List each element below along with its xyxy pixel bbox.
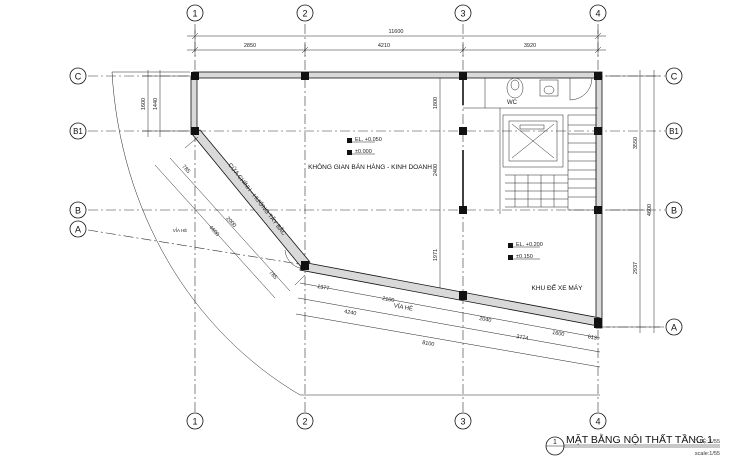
- sidewalk-label-main: VỈA HÈ: [393, 302, 413, 312]
- left-dimension-2: 1440: [153, 98, 159, 110]
- top-dimension-lines: [187, 30, 606, 56]
- bottom-dimension-7: 613: [587, 334, 597, 342]
- grid-bubble-top-2: 2: [296, 4, 314, 22]
- mid-dimension-2: 2400: [433, 164, 439, 176]
- span-3-4-dimension: 3920: [524, 43, 536, 49]
- level-parking-1: EL. +0.200: [516, 242, 543, 248]
- grid-bubble-right-B: B: [665, 201, 683, 219]
- svg-text:1: 1: [192, 417, 197, 427]
- right-dimension-lower: 2937: [633, 262, 639, 274]
- grid-bubble-left-A: A: [69, 220, 87, 238]
- entrance-label: CỬA CHÍNH - HƯỚNG TÂY BẮC: [226, 161, 288, 237]
- level-marker-parking: [508, 243, 540, 260]
- bottom-dimension-8: 8100: [422, 340, 435, 348]
- diag-dimension-4: 785: [267, 270, 278, 281]
- grid-bubble-bottom-2: 2: [296, 412, 314, 430]
- right-dimension-upper: 3550: [633, 137, 639, 149]
- diagonal-dimension-lines: [154, 136, 306, 299]
- door-swing: [284, 249, 301, 269]
- svg-text:4: 4: [595, 417, 600, 427]
- grid-bubble-bottom-3: 3: [454, 412, 472, 430]
- bottom-dimension-3: 4240: [344, 309, 357, 317]
- svg-text:C: C: [671, 72, 678, 82]
- bottom-dimension-lines: [295, 282, 601, 368]
- grid-bubble-right-B1: B1: [665, 122, 683, 140]
- svg-text:2: 2: [302, 417, 307, 427]
- svg-text:B1: B1: [73, 127, 83, 136]
- scale-label-vn: TỈ LỆ: 1/55: [693, 437, 720, 445]
- sidewalk-label-side: VỈA HÈ: [173, 227, 188, 233]
- parking-label: KHU ĐỂ XE MÁY: [532, 283, 584, 292]
- svg-text:B: B: [75, 206, 81, 216]
- elevator-shaft: [502, 114, 564, 168]
- svg-text:B1: B1: [669, 127, 679, 136]
- svg-text:4: 4: [595, 9, 600, 19]
- svg-text:C: C: [75, 72, 82, 82]
- scale-label-en: scale:1/55: [695, 451, 720, 457]
- bottom-dimension-6: 3774: [516, 334, 529, 342]
- left-dimension-lines: [142, 70, 190, 137]
- svg-text:A: A: [671, 323, 677, 333]
- mid-dimension-1: 1800: [433, 97, 439, 109]
- wc-room: [506, 77, 593, 101]
- bottom-dimension-2: 2100: [382, 296, 395, 304]
- grid-bubble-top-4: 4: [589, 4, 607, 22]
- title-block-number: 1: [553, 439, 557, 446]
- title-block: [545, 436, 720, 456]
- bottom-dimension-5: 1600: [552, 330, 565, 338]
- grid-bubble-top-3: 3: [454, 4, 472, 22]
- diag-dimension-2: 2000: [224, 216, 237, 229]
- right-dimension-lines: [606, 70, 660, 333]
- level-sales-2: ±0.000: [355, 149, 372, 155]
- sidewalk-curve: [111, 71, 600, 396]
- grid-lines: [87, 24, 665, 415]
- left-dimension-1: 1600: [141, 98, 147, 110]
- grid-bubble-right-A: A: [665, 318, 683, 336]
- wc-label: WC: [507, 100, 518, 106]
- grid-bubble-top-1: 1: [186, 4, 204, 22]
- svg-text:1: 1: [192, 9, 197, 19]
- span-2-3-dimension: 4210: [378, 43, 390, 49]
- level-marker-sales: [347, 138, 375, 155]
- grid-bubble-bottom-1: 1: [186, 412, 204, 430]
- span-1-2-dimension: 2850: [244, 43, 256, 49]
- svg-text:B: B: [671, 206, 677, 216]
- grid-bubble-left-C: C: [69, 67, 87, 85]
- grid-bubble-bottom-4: 4: [589, 412, 607, 430]
- level-parking-2: ±0.150: [516, 254, 533, 260]
- sales-area-label: KHÔNG GIAN BÁN HÀNG - KINH DOANH: [308, 162, 432, 171]
- stair: [505, 114, 597, 211]
- core-partitions: [462, 78, 598, 214]
- bottom-dimension-1: 1377: [317, 284, 330, 292]
- grid-bubble-right-C: C: [665, 67, 683, 85]
- bottom-dimension-4: 2040: [479, 316, 492, 324]
- right-dimension-total: 4600: [647, 204, 653, 216]
- grid-bubble-left-B1: B1: [69, 122, 87, 140]
- level-sales-1: EL. +0.050: [355, 137, 382, 143]
- svg-text:3: 3: [460, 9, 465, 19]
- mid-dimension-3: 1971: [433, 249, 439, 261]
- overall-width-dimension: 11600: [389, 29, 404, 35]
- svg-text:A: A: [75, 225, 81, 235]
- diag-dimension-3: 4600: [207, 225, 220, 238]
- svg-text:2: 2: [302, 9, 307, 19]
- grid-bubble-left-B: B: [69, 201, 87, 219]
- svg-text:3: 3: [460, 417, 465, 427]
- drawing-title: MẶT BẰNG NỘI THẤT TẦNG 1: [566, 433, 713, 446]
- diag-dimension-1: 785: [180, 164, 191, 175]
